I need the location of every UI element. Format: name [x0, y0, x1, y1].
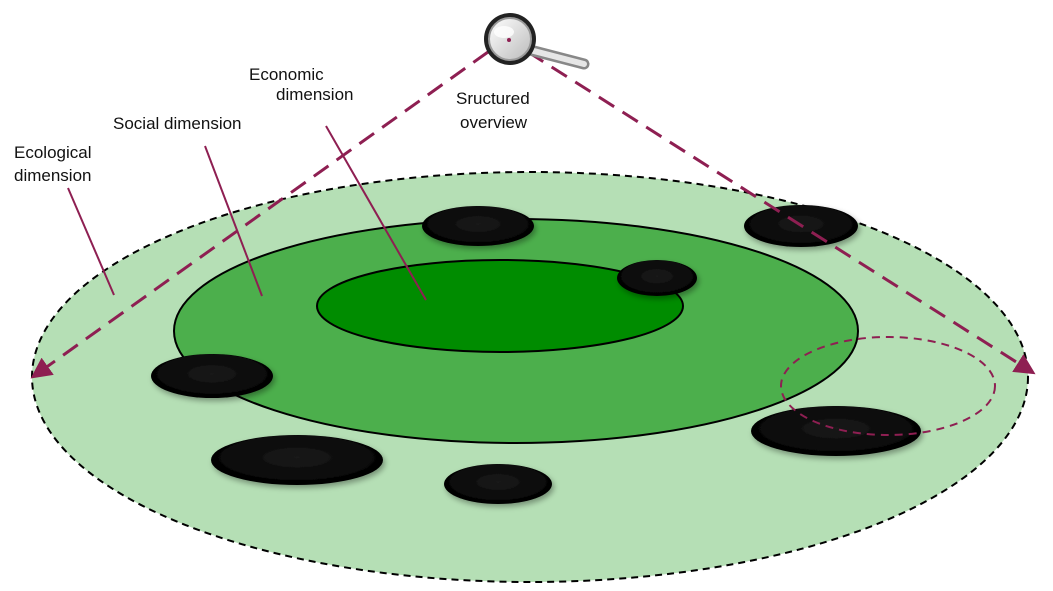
ecological-pointer-line: [67, 187, 115, 296]
social-dimension-label-line: Social dimension: [113, 114, 242, 133]
ecological-dimension-label-line: dimension: [14, 166, 92, 185]
ecological-dimension-label: Ecological dimension: [14, 143, 96, 185]
patch: [422, 206, 534, 246]
structured-overview-label-line: Sructured: [456, 89, 530, 108]
overview-line-right: [527, 50, 1036, 375]
structured-overview-label: Sructured overview: [456, 89, 534, 132]
social-pointer-line: [204, 145, 263, 297]
magnifying-glass-icon: [484, 13, 590, 70]
patch: [751, 406, 921, 456]
ecological-dimension-label-line: Ecological: [14, 143, 92, 162]
patch: [617, 260, 697, 296]
patch: [444, 464, 552, 504]
patch: [211, 435, 383, 485]
economic-dimension-label-line: dimension: [276, 85, 354, 104]
structured-overview-label-line: overview: [460, 113, 528, 132]
zoom-detail-ellipse: [780, 336, 996, 436]
social-dimension-label: Social dimension: [113, 114, 242, 133]
patch: [151, 354, 273, 398]
economic-dimension-label-line: Economic: [249, 65, 324, 84]
overview-line-left: [30, 50, 489, 379]
economic-dimension-area: [316, 259, 684, 353]
economic-dimension-label: Economic dimension: [249, 65, 354, 104]
economic-pointer-line: [325, 125, 427, 301]
